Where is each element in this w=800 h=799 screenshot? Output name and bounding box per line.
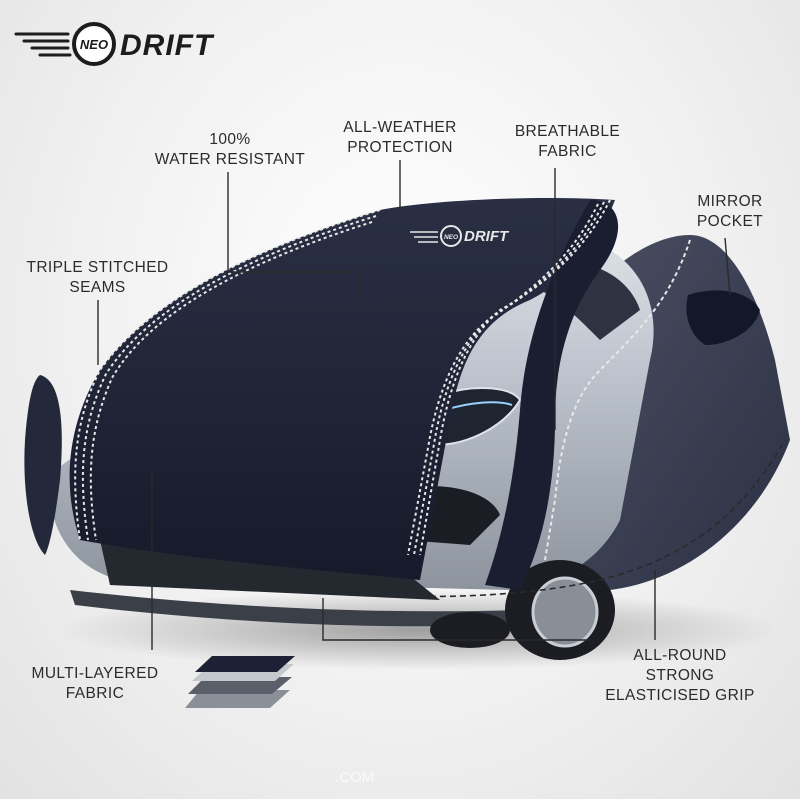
cover-front-panel [69,198,615,580]
callout-line: FABRIC [65,685,125,702]
cover-side-flap [24,375,62,555]
front-splitter [70,590,520,627]
callout-water-resistant: 100% WATER RESISTANT [135,130,325,170]
watermark: .COM [335,769,374,786]
callout-line: POCKET [696,213,764,230]
logo-text-large: DRIFT [120,29,215,62]
logo-text-small: NEO [80,37,108,52]
callout-line: FABRIC [538,143,597,160]
fabric-layers-icon [185,656,295,708]
callout-line: MULTI-LAYERED [31,665,159,682]
callout-elasticised-grip: ALL-ROUND STRONG ELASTICISED GRIP [590,646,770,706]
wheel-rim [531,576,599,648]
rear-wheel [430,612,510,648]
callout-line: ELASTICISED GRIP [605,687,755,704]
callout-line: STRONG [645,667,715,684]
cover-logo: NEO DRIFT [410,225,510,247]
cover-logo-large: DRIFT [464,228,510,245]
callout-multi-layered: MULTI-LAYERED FABRIC [20,664,170,704]
callout-all-weather: ALL-WEATHER PROTECTION [320,118,480,158]
callout-leader-lines [97,160,731,650]
cover-drape [485,200,619,590]
callout-line: BREATHABLE [514,123,621,140]
callout-breathable: BREATHABLE FABRIC [495,122,640,162]
callout-triple-stitched: TRIPLE STITCHED SEAMS [15,258,180,298]
stitched-seams [74,199,691,561]
callout-line: 100% [209,131,251,148]
cover-logo-small: NEO [444,234,458,241]
callout-line: PROTECTION [347,139,453,156]
callout-line: WATER RESISTANT [154,151,306,168]
callout-line: ALL-ROUND [633,647,727,664]
callout-line: TRIPLE STITCHED [26,259,169,276]
elastic-hem [329,439,786,598]
callout-line: SEAMS [69,279,126,296]
neo-drift-logo: NEO DRIFT [14,22,215,66]
callout-mirror-pocket: MIRROR POCKET [680,192,780,232]
mirror-pocket [686,290,760,345]
callout-line: ALL-WEATHER [343,119,457,136]
callout-line: MIRROR [697,193,763,210]
